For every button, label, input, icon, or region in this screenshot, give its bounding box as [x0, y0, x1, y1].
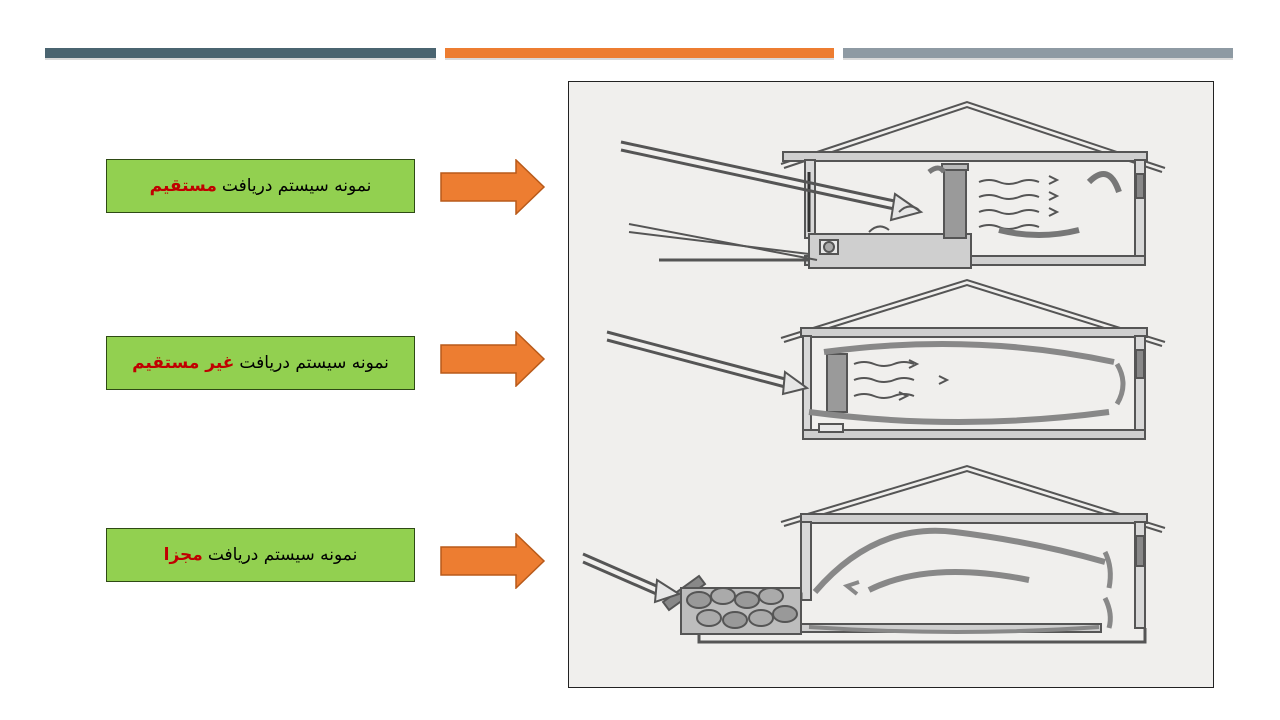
header-bar-orange	[445, 48, 834, 60]
label-isolated-prefix: نمونه سیستم دریافت	[207, 545, 358, 565]
arrow-right-icon	[440, 159, 546, 215]
label-direct-emphasis: مستقیم	[149, 176, 217, 196]
house-diagrams-illustration	[569, 82, 1213, 687]
header-bar-dark	[45, 48, 436, 60]
label-indirect-prefix: نمونه سیستم دریافت	[239, 353, 389, 373]
label-isolated-emphasis: مجزا	[163, 545, 203, 565]
header-bar-gray	[843, 48, 1233, 60]
isolated-gain-house	[582, 464, 1166, 644]
label-indirect-emphasis: غیر مستقیم	[132, 353, 235, 373]
label-indirect-gain: نمونه سیستم دریافت غیر مستقیم	[106, 336, 415, 390]
label-direct-prefix: نمونه سیستم دریافت	[221, 176, 372, 196]
direct-gain-house	[620, 100, 1166, 269]
arrow-right-icon	[440, 331, 546, 387]
indirect-gain-house	[606, 278, 1166, 440]
label-isolated-gain: نمونه سیستم دریافت مجزا	[106, 528, 415, 582]
arrow-right-icon	[440, 533, 546, 589]
solar-gain-figure	[568, 81, 1214, 688]
label-direct-gain: نمونه سیستم دریافت مستقیم	[106, 159, 415, 213]
